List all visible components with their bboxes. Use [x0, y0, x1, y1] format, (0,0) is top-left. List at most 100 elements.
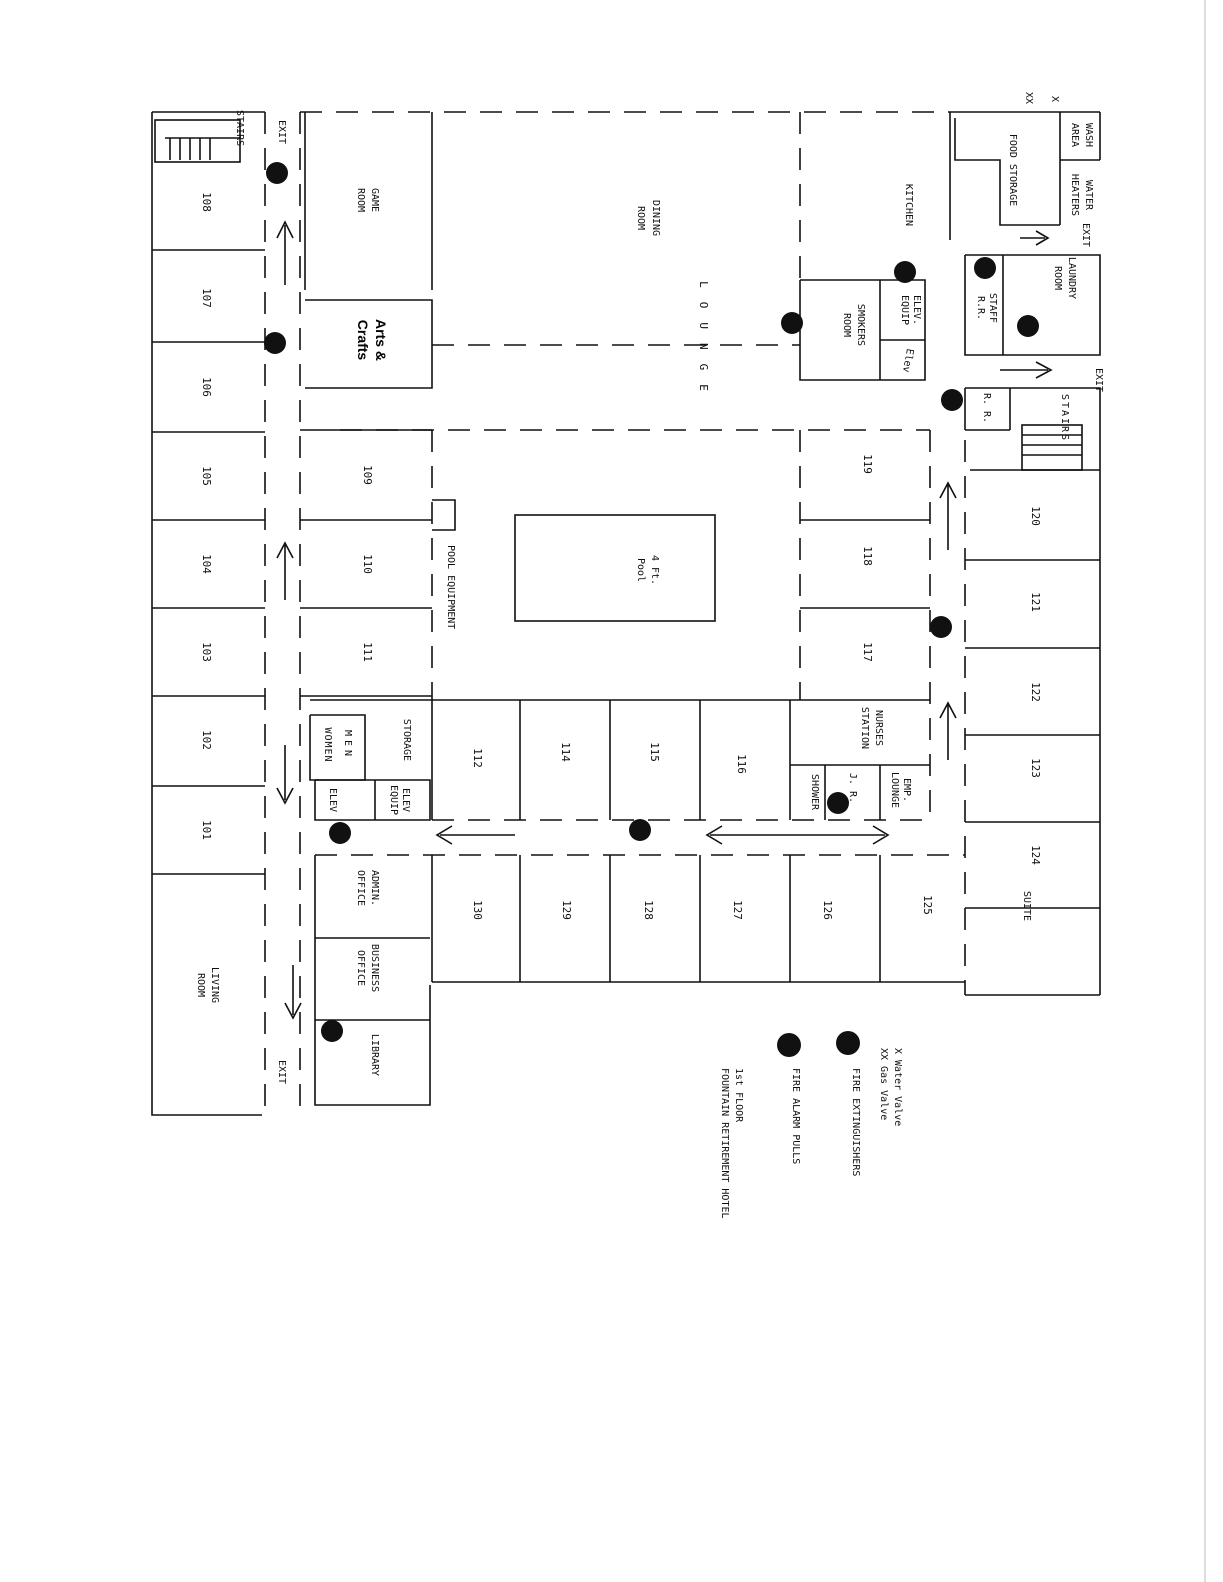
arts-crafts-label-2: Crafts	[355, 320, 371, 361]
room-127: 127	[731, 900, 744, 920]
room-108: 108	[200, 192, 213, 212]
fire-marker	[827, 792, 849, 814]
exit-vertical-label: EXIT	[1080, 223, 1091, 247]
room-101: 101	[200, 820, 213, 840]
wash-area-label: WASH	[1083, 123, 1094, 147]
room-106: 106	[200, 377, 213, 397]
fire-safety-markers	[264, 162, 1039, 1057]
room-116: 116	[735, 754, 748, 774]
room-123: 123	[1029, 758, 1042, 778]
kitchen-label: KITCHEN	[903, 184, 914, 226]
room-118: 118	[861, 546, 874, 566]
wash-area-label-2: AREA	[1069, 123, 1080, 147]
living-room-label-2: ROOM	[195, 973, 206, 997]
room-102: 102	[200, 730, 213, 750]
fire-marker	[930, 616, 952, 638]
room-125: 125	[921, 895, 934, 915]
staff-rr-label-2: R.R.	[975, 296, 986, 320]
emp-lounge-label: EMP.	[901, 778, 912, 802]
dining-room-label: DINING	[650, 200, 661, 236]
pool-equipment-label: POOL EQUIPMENT	[445, 545, 456, 629]
smokers-room-label-2: ROOM	[841, 313, 852, 337]
elev-equip-bottom-label: ELEV	[400, 788, 411, 812]
area-labels: STAIRS EXIT EXIT GAME ROOM DINING ROOM K…	[195, 110, 1104, 1084]
laundry-room-label-2: ROOM	[1052, 266, 1063, 290]
room-124: 124	[1029, 845, 1042, 865]
fire-marker	[266, 162, 288, 184]
legend-water-valve: X Water Valve	[892, 1048, 903, 1126]
water-heaters-label-2: HEATERS	[1069, 174, 1080, 216]
stairs-right-label: STAIRS	[1059, 394, 1070, 442]
exit-bottom-label: EXIT	[276, 1060, 287, 1084]
room-numbers: 108 107 106 105 104 103 102 101 109 110 …	[200, 192, 1042, 920]
room-130: 130	[471, 900, 484, 920]
legend-gas-valve: XX Gas Valve	[878, 1048, 889, 1120]
water-heaters-label: WATER	[1083, 180, 1094, 211]
fire-marker	[321, 1020, 343, 1042]
shower-label: SHOWER	[809, 774, 820, 811]
room-105: 105	[200, 466, 213, 486]
gas-valve-mark: XX	[1023, 92, 1034, 104]
room-112: 112	[471, 748, 484, 768]
fire-marker	[264, 332, 286, 354]
room-126: 126	[821, 900, 834, 920]
room-120: 120	[1029, 506, 1042, 526]
room-128: 128	[642, 900, 655, 920]
business-office-label-2: OFFICE	[355, 950, 366, 986]
lounge-label: LOUNGE	[697, 281, 710, 405]
fire-marker	[1017, 315, 1039, 337]
emp-lounge-label-2: LOUNGE	[889, 772, 900, 808]
nurses-station-label: NURSES	[873, 710, 884, 746]
walls	[151, 111, 1101, 1116]
floor-label: 1st FLOOR	[733, 1068, 744, 1123]
business-office-label: BUSINESS	[369, 944, 380, 992]
room-115: 115	[648, 742, 661, 762]
exit-arrows	[276, 220, 1053, 1020]
dining-room-label-2: ROOM	[635, 206, 646, 230]
nurses-station-label-2: STATION	[859, 707, 870, 749]
fire-marker	[329, 822, 351, 844]
legend-fire-extinguisher-icon	[836, 1031, 860, 1055]
water-valve-mark: X	[1049, 96, 1060, 102]
staff-rr-label: STAFF	[987, 293, 998, 323]
stairs-left-label: STAIRS	[234, 110, 245, 146]
elev-equip-bottom-label-2: EQUIP	[388, 785, 399, 815]
pool-label-2: Pool	[635, 558, 646, 582]
pool-label: 4 Ft.	[649, 555, 660, 585]
fire-marker	[629, 819, 651, 841]
building-name: FOUNTAIN RETIREMENT HOTEL	[719, 1068, 730, 1219]
legend-fire-alarm-pulls: FIRE ALARM PULLS	[790, 1068, 801, 1164]
room-129: 129	[560, 900, 573, 920]
exit-right-label: EXIT	[1093, 368, 1104, 392]
room-117: 117	[861, 642, 874, 662]
room-122: 122	[1029, 682, 1042, 702]
fire-marker	[941, 389, 963, 411]
library-label: LIBRARY	[369, 1034, 380, 1076]
room-114: 114	[559, 742, 572, 762]
legend: X Water Valve XX Gas Valve FIRE EXTINGUI…	[719, 1048, 903, 1219]
women-label: WOMEN	[322, 727, 333, 762]
room-121: 121	[1029, 592, 1042, 612]
arts-crafts-label: Arts &	[373, 319, 389, 361]
room-109: 109	[361, 465, 374, 485]
game-room-label: GAME	[369, 188, 380, 212]
valve-marks: X XX	[1023, 92, 1060, 104]
room-119: 119	[861, 454, 874, 474]
food-storage-label: FOOD STORAGE	[1007, 134, 1018, 206]
storage-label: STORAGE	[401, 719, 412, 761]
rr-label: R. R.	[981, 393, 992, 423]
exit-top-label: EXIT	[276, 120, 287, 144]
suite-label: SUITE	[1021, 891, 1032, 921]
game-room-label-2: ROOM	[355, 188, 366, 212]
room-103: 103	[200, 642, 213, 662]
legend-fire-alarm-icon	[777, 1033, 801, 1057]
admin-office-label: ADMIN.	[369, 870, 380, 906]
room-104: 104	[200, 554, 213, 574]
room-107: 107	[200, 288, 213, 308]
jr-label: J. R.	[847, 773, 858, 803]
living-room-label: LIVING	[209, 967, 220, 1003]
elev-bottom-label: ELEV	[327, 788, 338, 812]
elev-equip-top-label: ELEV.	[911, 295, 922, 325]
elev-top-label: Elev	[900, 348, 915, 374]
